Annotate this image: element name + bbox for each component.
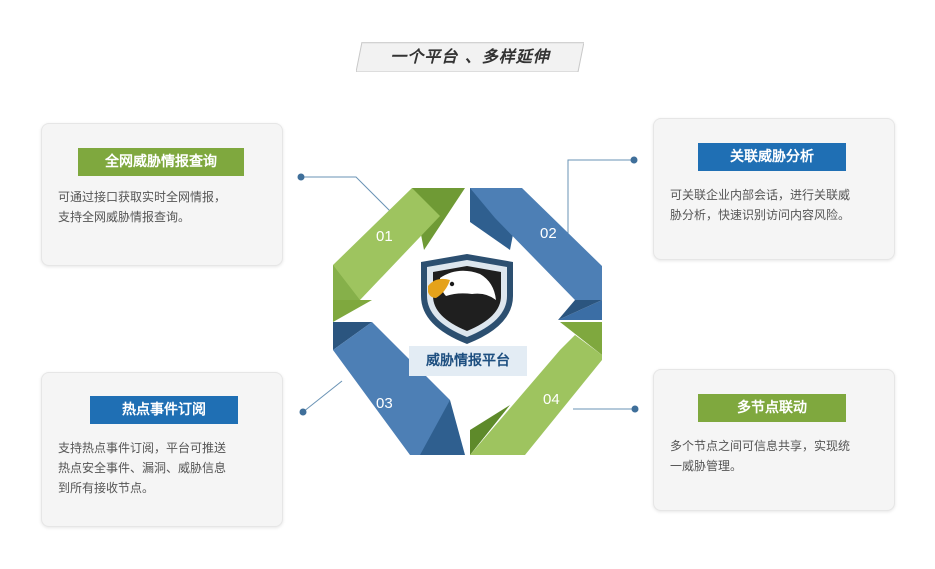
card-title: 关联威胁分析 <box>698 143 846 171</box>
segment-number-04: 04 <box>543 391 560 408</box>
card-desc-line: 可关联企业内部会话，进行关联威 <box>670 188 851 202</box>
card-title: 全网威胁情报查询 <box>78 148 244 176</box>
center-label: 威胁情报平台 <box>409 346 527 376</box>
segment-01 <box>333 188 465 322</box>
card-desc-line: 支持全网威胁情报查询。 <box>58 210 191 224</box>
card-title: 多节点联动 <box>698 394 846 422</box>
connector-dot-04 <box>631 405 639 413</box>
connectors <box>301 159 635 413</box>
segment-03 <box>333 322 465 455</box>
card-desc-line: 支持热点事件订阅，平台可推送 <box>58 441 227 455</box>
connector-dot-01 <box>297 173 305 181</box>
connector-03 <box>302 380 343 413</box>
card-correlation-analysis: 关联威胁分析 可关联企业内部会话，进行关联威 胁分析，快速识别访问内容风险。 <box>653 118 895 260</box>
connector-dots <box>297 156 639 416</box>
segment-02 <box>470 188 602 320</box>
card-desc-line: 热点安全事件、漏洞、威胁信息 <box>58 461 227 475</box>
connector-02 <box>567 159 634 235</box>
banner-shape <box>356 42 584 72</box>
card-multi-node-linkage: 多节点联动 多个节点之间可信息共享，实现统 一威胁管理。 <box>653 369 895 511</box>
card-description: 可通过接口获取实时全网情报， 支持全网威胁情报查询。 <box>58 187 270 227</box>
connector-dot-02 <box>630 156 638 164</box>
segment-number-03: 03 <box>376 395 393 412</box>
banner: 一个平台 、多样延伸 <box>356 42 584 72</box>
card-description: 多个节点之间可信息共享，实现统 一威胁管理。 <box>670 436 882 476</box>
card-desc-line: 胁分析，快速识别访问内容风险。 <box>670 208 851 222</box>
segment-number-01: 01 <box>376 228 393 245</box>
card-desc-line: 一威胁管理。 <box>670 459 743 473</box>
segment-number-02: 02 <box>540 225 557 242</box>
connector-01 <box>301 176 393 214</box>
card-desc-line: 可通过接口获取实时全网情报， <box>58 190 227 204</box>
connector-dot-03 <box>299 408 307 416</box>
card-description: 可关联企业内部会话，进行关联威 胁分析，快速识别访问内容风险。 <box>670 185 882 225</box>
card-global-query: 全网威胁情报查询 可通过接口获取实时全网情报， 支持全网威胁情报查询。 <box>41 123 283 266</box>
card-desc-line: 多个节点之间可信息共享，实现统 <box>670 439 851 453</box>
card-desc-line: 到所有接收节点。 <box>58 481 155 495</box>
segment-04 <box>470 322 602 455</box>
card-hot-event-subscription: 热点事件订阅 支持热点事件订阅，平台可推送 热点安全事件、漏洞、威胁信息 到所有… <box>41 372 283 527</box>
eagle-shield-icon <box>421 254 513 344</box>
card-description: 支持热点事件订阅，平台可推送 热点安全事件、漏洞、威胁信息 到所有接收节点。 <box>58 438 270 498</box>
banner-title: 一个平台 、多样延伸 <box>390 47 550 66</box>
card-title: 热点事件订阅 <box>90 396 238 424</box>
